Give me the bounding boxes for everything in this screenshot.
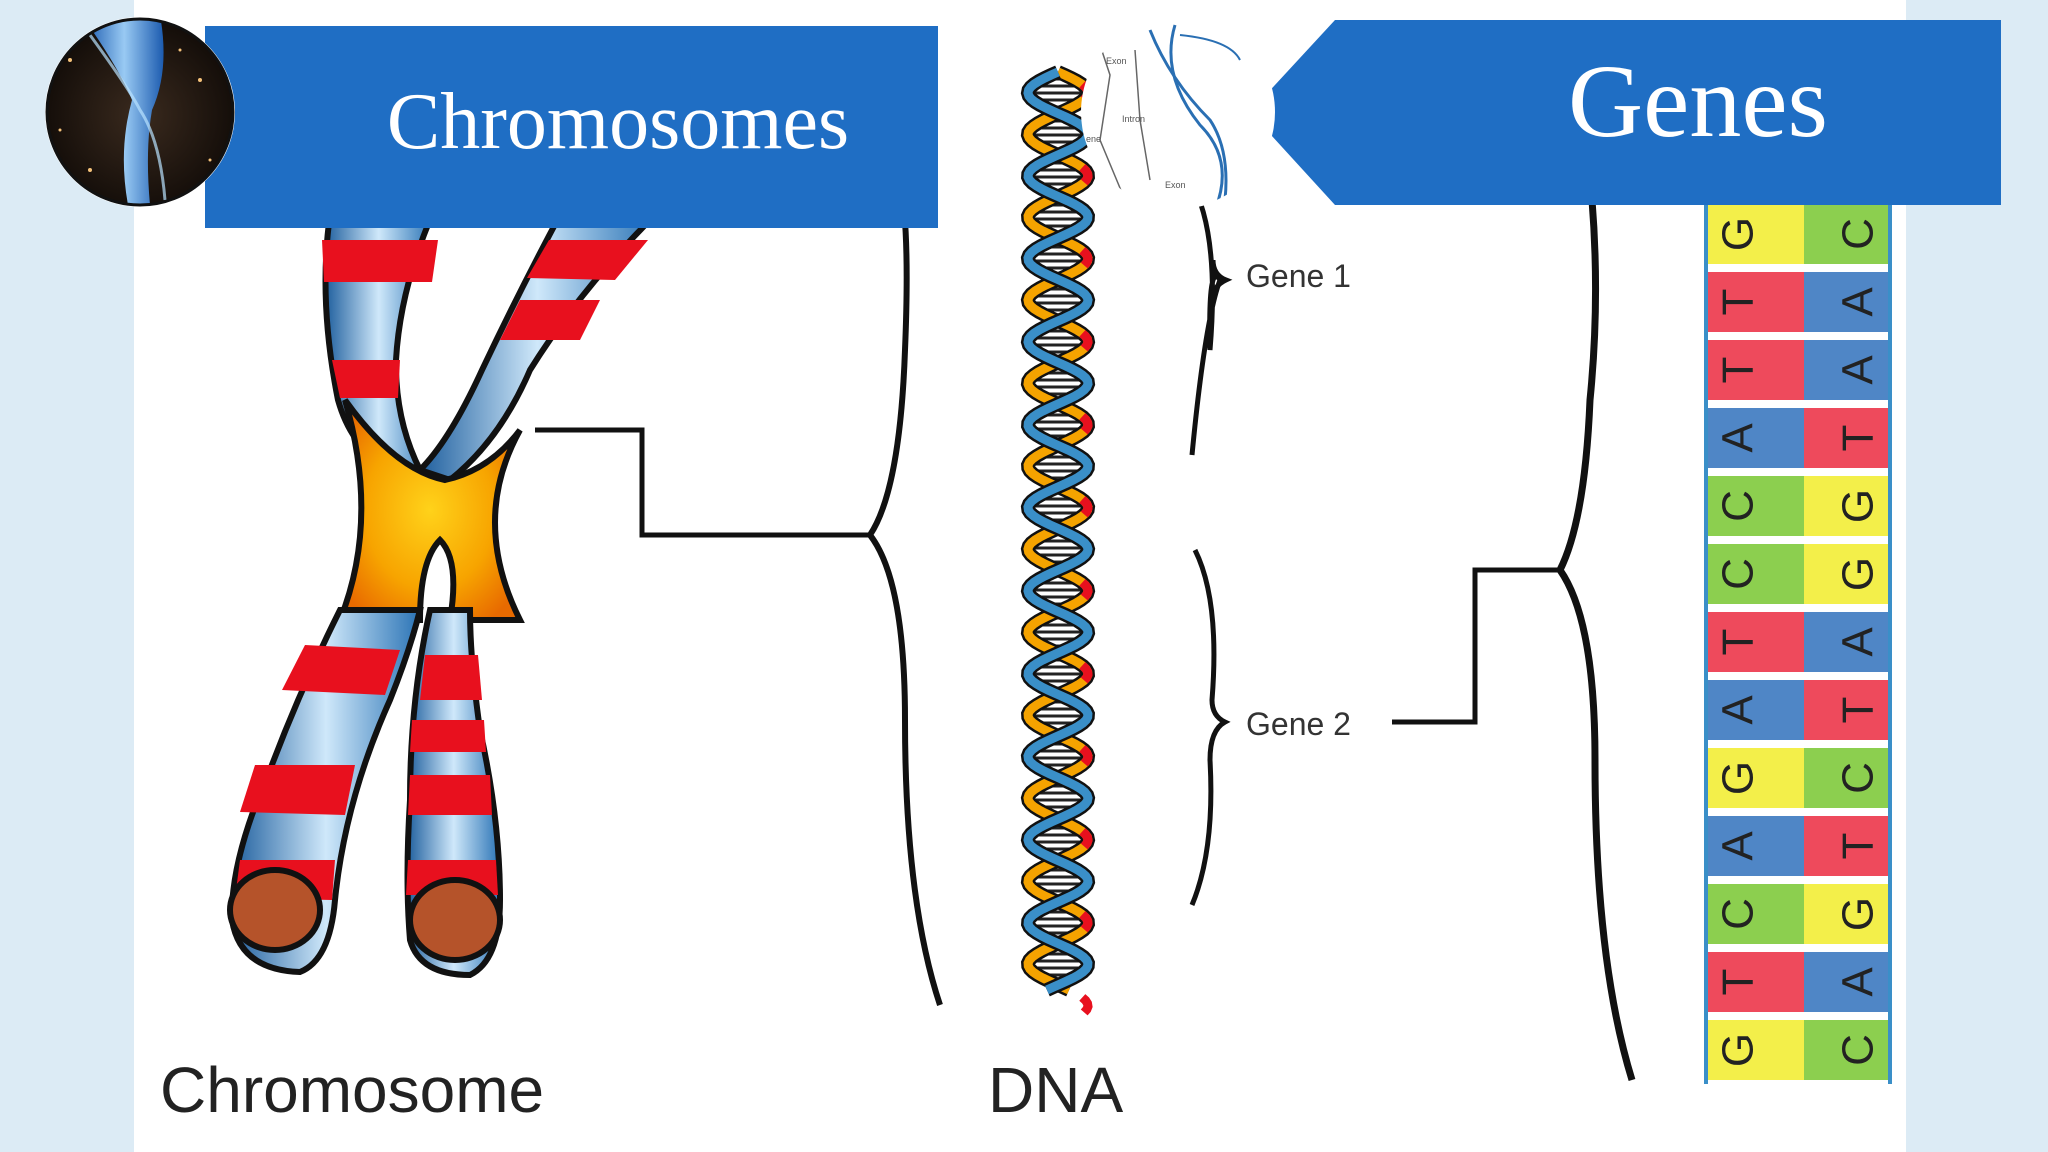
base-right-C: [1804, 1020, 1888, 1080]
dna-strand-red-segment: [1079, 745, 1093, 767]
genes-banner: Genes: [1250, 20, 2001, 205]
base-left-G: [1708, 1020, 1804, 1080]
genes-banner-title: Genes: [1568, 44, 1828, 159]
base-letter-left: C: [1714, 558, 1763, 590]
base-right-G: [1804, 544, 1888, 604]
chromosome-illustration: [227, 212, 663, 979]
base-right-G: [1804, 476, 1888, 536]
base-letter-right: T: [1834, 697, 1883, 724]
chromosome-photo-icon: [45, 17, 235, 207]
dna-strand-red-segment: [1079, 662, 1093, 684]
chromosome-caption: Chromosome: [160, 1054, 544, 1126]
base-right-A: [1804, 272, 1888, 332]
base-right-A: [1804, 952, 1888, 1012]
dna-strand-blue: [1023, 67, 1093, 995]
dna-strand-red-segment: [1079, 330, 1093, 352]
dna-strand-red-segment: [1079, 994, 1093, 1016]
dna-strand-red-segment: [1079, 247, 1093, 269]
gene1-label: Gene 1: [1246, 258, 1351, 294]
dna-strand-red-segment: [1079, 911, 1093, 933]
base-letter-left: T: [1714, 357, 1763, 384]
base-letter-right: G: [1834, 897, 1883, 931]
base-left-A: [1708, 408, 1804, 468]
gene1-brace: [1187, 178, 1223, 456]
chromosomes-banner: Chromosomes: [205, 26, 938, 228]
base-pair-ladder: G C T A T A A T C G C G T A A T G C A T C G T A G C: [1704, 200, 1892, 1084]
base-right-A: [1804, 340, 1888, 400]
base-left-G: [1708, 748, 1804, 808]
dna-strand-red-segment: [1079, 579, 1093, 601]
base-left-C: [1708, 884, 1804, 944]
base-letter-right: C: [1834, 762, 1883, 794]
base-letter-left: C: [1714, 490, 1763, 522]
gene2-connector: [1392, 567, 1560, 725]
dna-strand-red-segment: [1079, 496, 1093, 518]
inset-label-exon-1: Exon: [1106, 56, 1127, 66]
base-letter-right: A: [1834, 355, 1883, 385]
base-letter-left: T: [1714, 289, 1763, 316]
base-letter-right: T: [1834, 833, 1883, 860]
base-letter-right: A: [1834, 627, 1883, 657]
base-letter-right: G: [1834, 557, 1883, 591]
base-left-A: [1708, 816, 1804, 876]
base-right-T: [1804, 816, 1888, 876]
dna-strand-red-segment: [1079, 413, 1093, 435]
base-left-C: [1708, 544, 1804, 604]
base-left-C: [1708, 476, 1804, 536]
gene2-label: Gene 2: [1246, 706, 1351, 742]
dna-helix: [1020, 65, 1096, 1016]
dna-strand-red-segment: [1079, 164, 1093, 186]
inset-label-exon-2: Exon: [1165, 180, 1186, 190]
base-letter-right: C: [1834, 1034, 1883, 1066]
base-left-G: [1708, 204, 1804, 264]
base-right-C: [1804, 204, 1888, 264]
base-left-T: [1708, 952, 1804, 1012]
dna-caption: DNA: [988, 1054, 1123, 1126]
base-letter-left: A: [1714, 423, 1763, 453]
dna-strand-red-segment: [1079, 828, 1093, 850]
base-letter-right: G: [1834, 489, 1883, 523]
base-letter-right: T: [1834, 425, 1883, 452]
base-letter-left: T: [1714, 969, 1763, 996]
base-right-G: [1804, 884, 1888, 944]
gene2-brace: [1189, 548, 1231, 906]
base-letter-left: G: [1714, 761, 1763, 795]
gene-dna-sketch-icon: Exon Intron Exon ene: [1081, 15, 1275, 209]
dna-brace-left: [866, 179, 943, 1006]
base-right-T: [1804, 680, 1888, 740]
base-right-A: [1804, 612, 1888, 672]
base-letter-left: T: [1714, 629, 1763, 656]
base-letter-right: A: [1834, 967, 1883, 997]
base-letter-left: G: [1714, 1033, 1763, 1067]
base-letter-left: G: [1714, 217, 1763, 251]
base-right-T: [1804, 408, 1888, 468]
base-left-A: [1708, 680, 1804, 740]
base-left-T: [1708, 272, 1804, 332]
base-letter-left: C: [1714, 898, 1763, 930]
gene-brace-right: [1555, 199, 1636, 1082]
base-letter-left: A: [1714, 831, 1763, 861]
base-right-C: [1804, 748, 1888, 808]
base-letter-right: A: [1834, 287, 1883, 317]
inset-label-intron: Intron: [1122, 114, 1145, 124]
inset-label-gene: ene: [1086, 134, 1101, 144]
chromosome-connector: [535, 427, 870, 538]
chromosomes-banner-title: Chromosomes: [387, 78, 849, 166]
base-letter-right: C: [1834, 218, 1883, 250]
base-left-T: [1708, 340, 1804, 400]
base-letter-left: A: [1714, 695, 1763, 725]
base-left-T: [1708, 612, 1804, 672]
